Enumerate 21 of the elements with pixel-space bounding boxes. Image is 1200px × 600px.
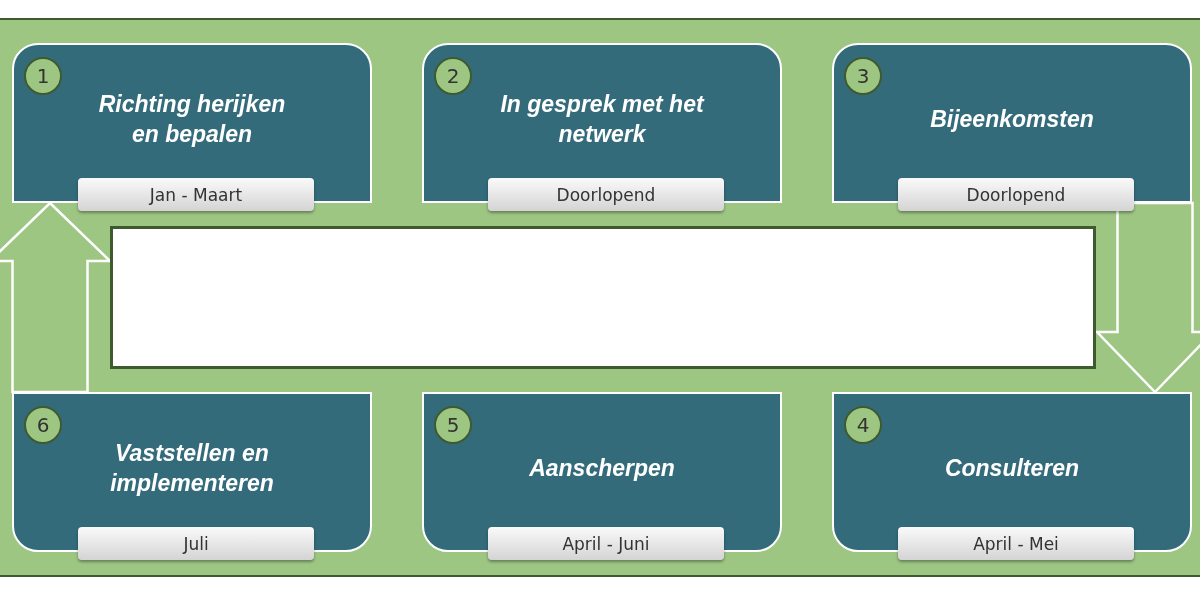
step-title: Richting herijken en bepalen bbox=[97, 90, 287, 149]
step-title: Vaststellen en implementeren bbox=[109, 439, 275, 498]
step-number: 2 bbox=[434, 57, 472, 95]
block-arrow bbox=[1094, 201, 1200, 394]
step-number: 4 bbox=[844, 406, 882, 444]
empty-panel bbox=[110, 226, 1096, 369]
step-title: Bijeenkomsten bbox=[929, 105, 1095, 135]
step-title: Aanscherpen bbox=[528, 454, 676, 484]
period-label: Doorlopend bbox=[488, 178, 724, 211]
period-label: Doorlopend bbox=[898, 178, 1134, 211]
step-number: 6 bbox=[24, 406, 62, 444]
background-band bbox=[0, 18, 1200, 577]
step-title: Consulteren bbox=[943, 454, 1081, 484]
step-number: 1 bbox=[24, 57, 62, 95]
step-title: In gesprek met het netwerk bbox=[499, 90, 706, 149]
step-number: 3 bbox=[844, 57, 882, 95]
period-label: April - Mei bbox=[898, 527, 1134, 560]
period-label: Jan - Maart bbox=[78, 178, 314, 211]
step-number: 5 bbox=[434, 406, 472, 444]
period-label: April - Juni bbox=[488, 527, 724, 560]
period-label: Juli bbox=[78, 527, 314, 560]
